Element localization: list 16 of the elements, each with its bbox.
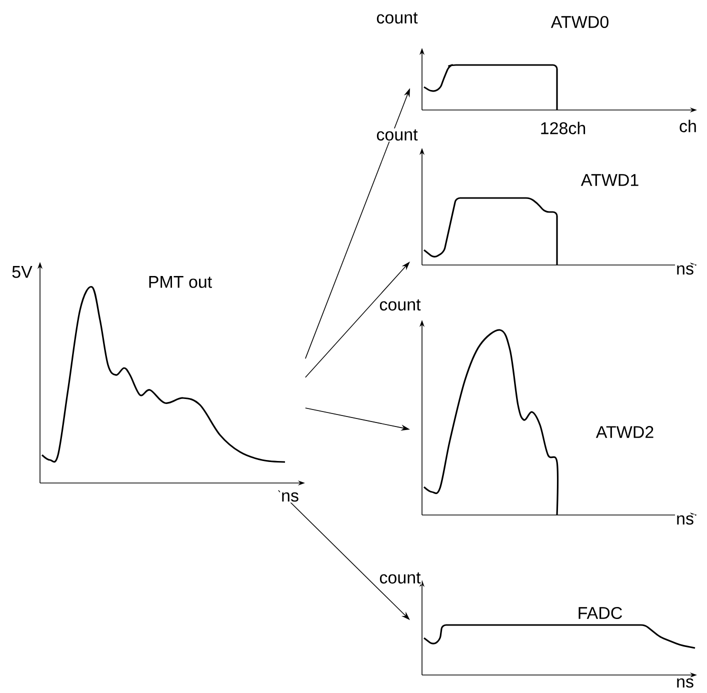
axis-label: count [378, 298, 422, 312]
axis-label: count [378, 571, 422, 585]
axis-label: ns [675, 264, 695, 276]
plot-title: ATWD0 [550, 16, 608, 28]
axis-label: count [375, 128, 419, 142]
axis-label: count [375, 11, 419, 25]
axis-label: ns [675, 514, 695, 526]
plot-title: ATWD1 [580, 174, 638, 186]
axis-label: ns [280, 491, 300, 503]
axis-label: ns [675, 677, 695, 689]
plot-title: PMT out [149, 276, 212, 288]
axis-label: ch [678, 118, 698, 134]
axis-label: 5V [10, 265, 34, 279]
plot-title: ATWD2 [596, 426, 654, 438]
plot-title: FADC [578, 606, 622, 620]
tick-label: 128ch [538, 120, 588, 136]
